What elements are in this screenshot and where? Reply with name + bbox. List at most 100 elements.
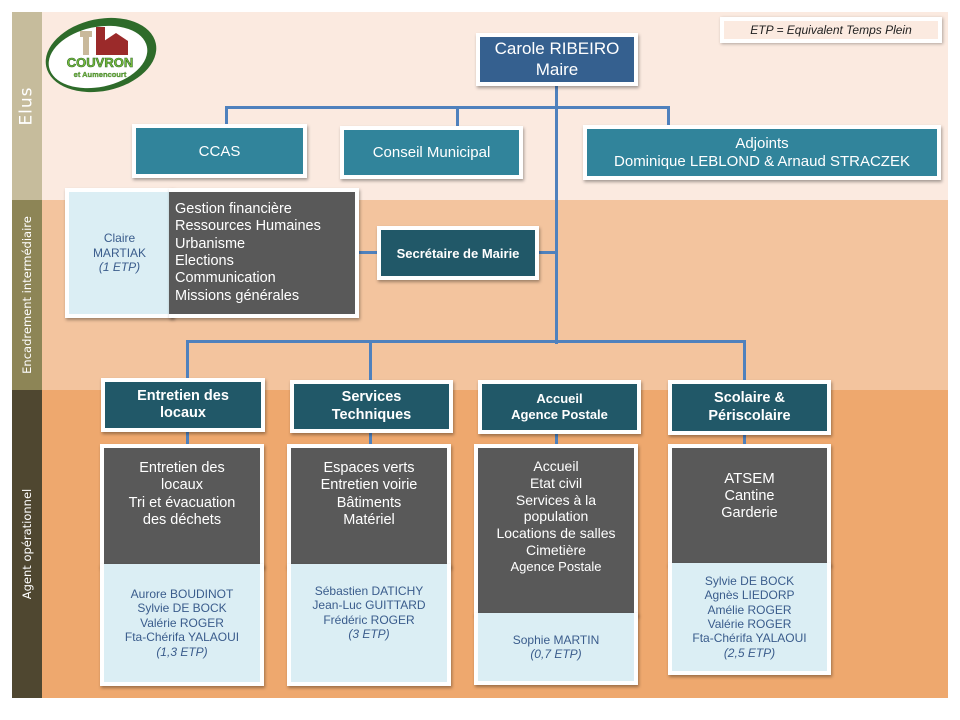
- service-title-line: Scolaire &: [714, 390, 785, 407]
- staff-name: Sébastien DATICHY: [314, 584, 424, 598]
- service-header-accueil: Accueil Agence Postale: [478, 380, 641, 434]
- secretaire-title: Secrétaire de Mairie: [396, 245, 520, 261]
- service-tasks-entretien: Entretien des locaux Tri et évacuation d…: [100, 444, 264, 568]
- service-staff-scolaire: Sylvie DE BOCK Agnès LIEDORP Amélie ROGE…: [668, 563, 831, 675]
- staff-name: Sylvie DE BOCK: [704, 573, 795, 588]
- band-label-elus: Elus: [12, 12, 42, 200]
- etp-legend: ETP = Equivalent Temps Plein: [720, 17, 942, 43]
- connector: [743, 430, 746, 448]
- connector: [186, 340, 746, 343]
- task-item: Entretien voirie: [320, 477, 418, 494]
- staff-name: Valérie ROGER: [707, 617, 792, 631]
- service-title-line: Périscolaire: [708, 407, 791, 424]
- connector: [186, 340, 189, 382]
- staff-etp: (3 ETP): [348, 627, 390, 642]
- staff-name: Agnès LIEDORP: [704, 588, 795, 603]
- service-header-entretien: Entretien des locaux: [101, 378, 265, 432]
- mission-item: Urbanisme: [175, 235, 246, 252]
- connector: [225, 106, 228, 128]
- connector: [667, 106, 670, 128]
- task-item: Bâtiments: [336, 494, 402, 511]
- conseil-municipal-box: Conseil Municipal: [340, 126, 523, 179]
- task-item: Cantine: [724, 488, 775, 504]
- mission-item: Missions générales: [175, 287, 300, 304]
- mission-item: Gestion financière: [175, 200, 292, 217]
- task-item: ATSEM: [724, 470, 775, 487]
- task-item: Espaces verts: [323, 460, 415, 476]
- secretaire-etp: (1 ETP): [98, 260, 141, 275]
- staff-etp: (2,5 ETP): [723, 645, 776, 660]
- connector: [743, 340, 746, 382]
- task-item: Matériel: [343, 512, 395, 529]
- staff-name: Jean-Luc GUITTARD: [312, 598, 426, 613]
- staff-name: Frédéric ROGER: [323, 612, 415, 627]
- staff-name: Valérie ROGER: [140, 615, 224, 630]
- connector: [369, 430, 372, 448]
- task-item: Etat civil: [529, 474, 583, 491]
- task-item: Garderie: [721, 505, 778, 522]
- connector: [537, 251, 557, 254]
- secretaire-missions-box: Gestion financière Ressources Humaines U…: [169, 188, 359, 318]
- staff-name: Fta-Chérifa YALAOUI: [124, 630, 240, 645]
- secretaire-firstname: Claire: [103, 231, 136, 246]
- service-tasks-scolaire: ATSEM Cantine Garderie: [668, 444, 831, 566]
- logo-subtitle: et Aumencourt: [74, 70, 127, 79]
- adjoints-box: Adjoints Dominique LEBLOND & Arnaud STRA…: [583, 125, 941, 180]
- service-title-line: Techniques: [331, 406, 412, 423]
- mission-item: Ressources Humaines: [175, 218, 321, 235]
- staff-name: Amélie ROGER: [707, 602, 792, 617]
- connector: [225, 106, 670, 109]
- connector: [555, 84, 558, 344]
- mission-item: Elections: [175, 253, 234, 269]
- secretaire-person-box: Claire MARTIAK (1 ETP): [65, 188, 174, 318]
- couvron-logo: COUVRON et Aumencourt: [45, 17, 157, 93]
- secretaire-title-box: Secrétaire de Mairie: [377, 226, 539, 280]
- secretaire-lastname: MARTIAK: [92, 245, 147, 260]
- staff-etp: (0,7 ETP): [530, 647, 582, 661]
- service-tasks-techniques: Espaces verts Entretien voirie Bâtiments…: [287, 444, 451, 568]
- service-tasks-accueil: Accueil Etat civil Services à la populat…: [474, 444, 638, 616]
- band-label-encadrement: Encadrement intermédiaire: [12, 200, 42, 390]
- adjoints-names: Dominique LEBLOND & Arnaud STRACZEK: [614, 152, 910, 170]
- service-header-techniques: Services Techniques: [290, 380, 453, 433]
- staff-name: Sylvie DE BOCK: [137, 601, 227, 616]
- band-label-text: Elus: [17, 86, 38, 126]
- connector: [355, 251, 380, 254]
- task-item: Services à la: [515, 491, 597, 508]
- service-staff-accueil: Sophie MARTIN (0,7 ETP): [474, 613, 638, 685]
- staff-name: Sophie MARTIN: [512, 632, 600, 647]
- service-staff-techniques: Sébastien DATICHY Jean-Luc GUITTARD Fréd…: [287, 564, 451, 686]
- task-item: Locations de salles: [496, 525, 616, 542]
- adjoints-title: Adjoints: [735, 134, 789, 152]
- maire-title: Maire: [535, 59, 579, 79]
- service-staff-entretien: Aurore BOUDINOT Sylvie DE BOCK Valérie R…: [100, 564, 264, 686]
- maire-name: Carole RIBEIRO: [494, 39, 620, 59]
- service-header-scolaire: Scolaire & Périscolaire: [668, 380, 831, 435]
- service-title-line: Accueil: [536, 391, 583, 407]
- connector: [555, 430, 558, 448]
- task-item: Tri et évacuation: [128, 494, 236, 511]
- staff-etp: (1,3 ETP): [156, 644, 208, 659]
- ccas-box: CCAS: [132, 124, 307, 178]
- task-item: Cimetière: [526, 541, 586, 558]
- logo-title: COUVRON: [67, 55, 133, 70]
- band-label-agent: Agent opérationnel: [12, 390, 42, 698]
- task-item: locaux: [161, 477, 203, 494]
- band-label-text: Agent opérationnel: [20, 488, 34, 600]
- task-item: Accueil: [533, 458, 579, 474]
- service-title-line: Agence Postale: [511, 407, 608, 422]
- maire-box: Carole RIBEIRO Maire: [476, 33, 638, 86]
- connector: [186, 430, 189, 448]
- connector: [369, 340, 372, 382]
- staff-name: Fta-Chérifa YALAOUI: [692, 631, 807, 646]
- service-title-line: locaux: [160, 405, 206, 421]
- task-item: Entretien des: [139, 460, 225, 476]
- task-item: population: [523, 508, 589, 525]
- service-title-line: Entretien des: [137, 387, 229, 404]
- staff-name: Aurore BOUDINOT: [130, 587, 234, 602]
- task-item: des déchets: [142, 512, 222, 529]
- conseil-municipal-label: Conseil Municipal: [372, 144, 491, 161]
- mission-item: Communication: [175, 270, 276, 287]
- service-title-line: Services: [341, 389, 402, 406]
- connector: [456, 106, 459, 128]
